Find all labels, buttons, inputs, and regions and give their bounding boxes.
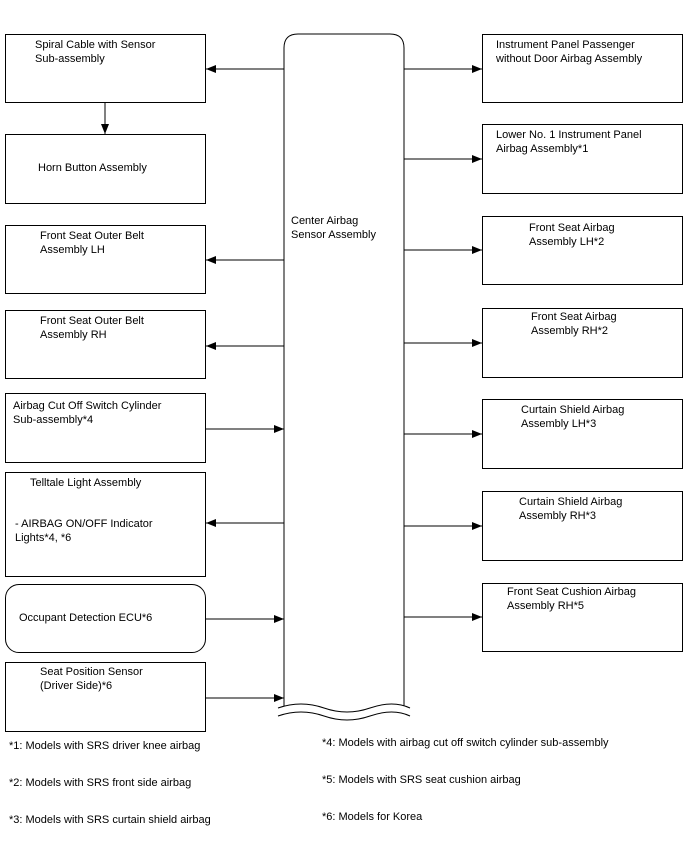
seat-airbag-lh-label-line2: Assembly LH*2 [529,235,605,248]
belt-rh-label-line1: Front Seat Outer Belt [40,315,144,327]
footnote-6: *6: Models for Korea [322,811,423,823]
horn-button-label: Horn Button Assembly [38,162,147,174]
occupant-detection-label: Occupant Detection ECU*6 [19,612,153,624]
belt-rh-label-line2: Assembly RH [40,328,107,341]
telltale-light-label-line3: Lights*4, *6 [15,531,72,544]
belt-lh-label-line2: Assembly LH [40,243,105,256]
footnote-1: *1: Models with SRS driver knee airbag [9,740,201,752]
curtain-airbag-lh-label-line2: Assembly LH*3 [521,417,597,430]
seat-airbag-rh-label-line2: Assembly RH*2 [531,324,609,337]
telltale-light-label-line1: Telltale Light Assembly [30,477,142,489]
spiral-cable-label-line2: Sub-assembly [35,52,105,65]
seat-cushion-airbag-box: Front Seat Cushion Airbag Assembly RH*5 [482,583,683,652]
center-sensor-outline [283,33,405,706]
curtain-airbag-rh-label-line1: Curtain Shield Airbag [519,496,623,508]
seat-position-label-line2: (Driver Side)*6 [40,679,113,692]
center-sensor-label: Center Airbag Sensor Assembly [291,215,376,242]
center-sensor-break-line [277,703,411,713]
belt-rh-box: Front Seat Outer Belt Assembly RH [5,310,206,379]
footnote-4: *4: Models with airbag cut off switch cy… [322,737,609,749]
center-sensor-label-line2: Sensor Assembly [291,228,376,241]
occupant-detection-box: Occupant Detection ECU*6 [5,584,206,653]
lower-ip-label-line1: Lower No. 1 Instrument Panel [496,129,642,141]
cutoff-switch-label-line1: Airbag Cut Off Switch Cylinder [13,400,162,412]
seat-airbag-rh-box: Front Seat Airbag Assembly RH*2 [482,308,683,378]
telltale-light-label-line2: - AIRBAG ON/OFF Indicator [15,518,153,530]
spiral-cable-label-line1: Spiral Cable with Sensor [35,39,156,51]
ip-passenger-label-line2: without Door Airbag Assembly [496,52,643,65]
belt-lh-box: Front Seat Outer Belt Assembly LH [5,225,206,294]
ip-passenger-box: Instrument Panel Passenger without Door … [482,34,683,103]
center-sensor-break-line-2 [277,711,411,721]
seat-cushion-airbag-label-line2: Assembly RH*5 [507,599,585,612]
lower-ip-box: Lower No. 1 Instrument Panel Airbag Asse… [482,124,683,194]
seat-cushion-airbag-label-line1: Front Seat Cushion Airbag [507,586,637,598]
center-sensor-label-line1: Center Airbag [291,215,359,227]
cutoff-switch-label-line2: Sub-assembly*4 [13,413,94,426]
footnote-2: *2: Models with SRS front side airbag [9,777,192,789]
curtain-airbag-lh-label-line1: Curtain Shield Airbag [521,404,625,416]
seat-position-label-line1: Seat Position Sensor [40,666,143,678]
ip-passenger-label-line1: Instrument Panel Passenger [496,39,635,51]
curtain-airbag-rh-box: Curtain Shield Airbag Assembly RH*3 [482,491,683,561]
curtain-airbag-rh-label-line2: Assembly RH*3 [519,509,597,522]
footnote-3: *3: Models with SRS curtain shield airba… [9,814,211,826]
seat-airbag-lh-label-line1: Front Seat Airbag [529,222,615,234]
seat-airbag-lh-box: Front Seat Airbag Assembly LH*2 [482,216,683,285]
seat-airbag-rh-label-line1: Front Seat Airbag [531,311,617,323]
footnote-5: *5: Models with SRS seat cushion airbag [322,774,521,786]
horn-button-box: Horn Button Assembly [5,134,206,204]
lower-ip-label-line2: Airbag Assembly*1 [496,142,589,155]
belt-lh-label-line1: Front Seat Outer Belt [40,230,144,242]
spiral-cable-box: Spiral Cable with Sensor Sub-assembly [5,34,206,103]
cutoff-switch-box: Airbag Cut Off Switch Cylinder Sub-assem… [5,393,206,463]
telltale-light-box: Telltale Light Assembly - AIRBAG ON/OFF … [5,472,206,577]
curtain-airbag-lh-box: Curtain Shield Airbag Assembly LH*3 [482,399,683,469]
seat-position-box: Seat Position Sensor (Driver Side)*6 [5,662,206,732]
